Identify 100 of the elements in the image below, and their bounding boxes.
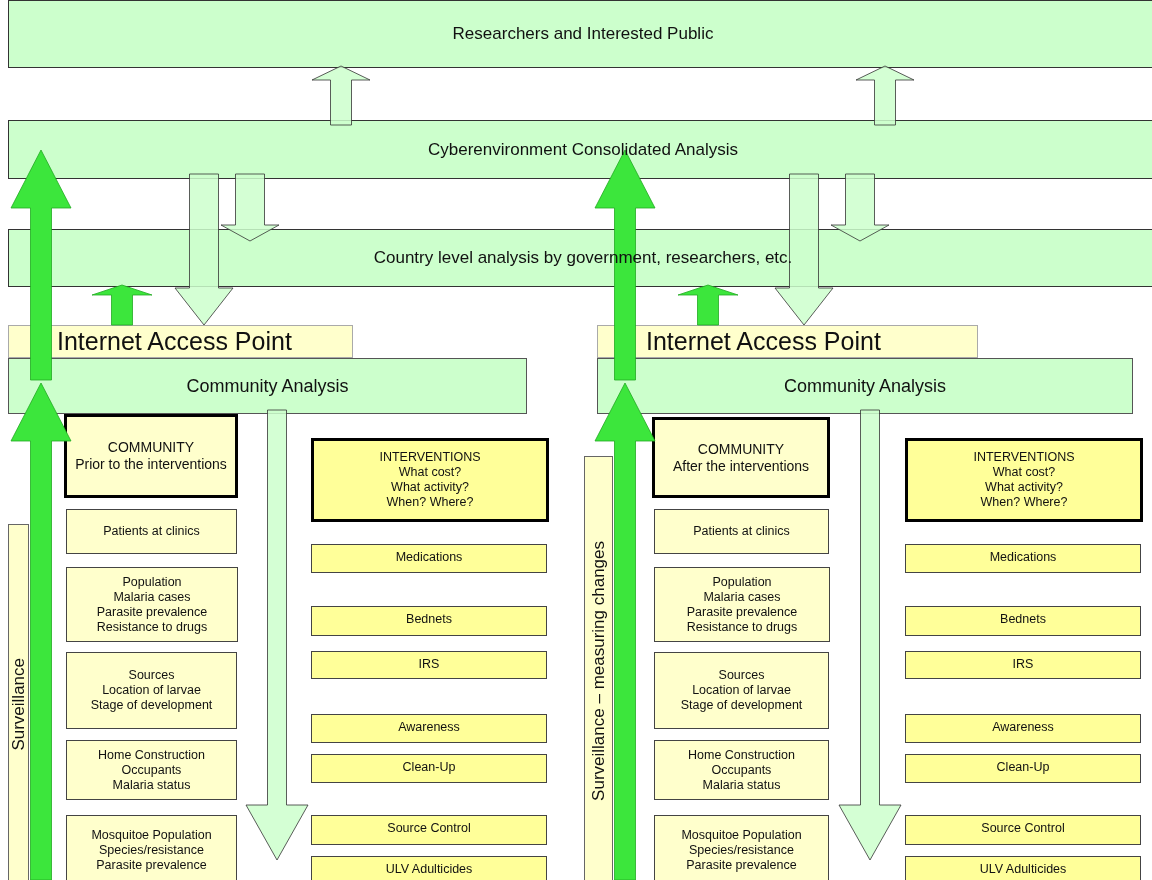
box-text: Internet Access Point [646,327,881,356]
box-text: Stage of development [680,698,803,713]
intervention-box [311,544,547,573]
intervention-box [905,754,1141,783]
block-arrow [311,65,371,126]
data-box [66,509,237,554]
box-text: Awareness [992,720,1054,734]
box-text: Stage of development [90,698,213,713]
box-text: Parasite prevalence [686,857,797,873]
block-arrow [10,382,72,880]
box-text: COMMUNITY [697,440,785,458]
data-box [654,567,830,642]
box-text: Community Analysis [186,375,349,397]
box-text: Clean-Up [402,760,456,774]
box-text: Parasite prevalence [686,604,798,620]
intervention-box [905,606,1141,636]
intervention-box [905,856,1141,880]
box-text: Parasite prevalence [96,604,208,620]
block-arrow [838,409,902,861]
block-arrow [10,149,72,381]
data-box [654,652,829,729]
vertical-label: Surveillance [8,657,29,751]
box-text: ULV Adulticides [385,862,473,876]
box-text: Species/resistance [689,842,794,858]
box-text: Medications [989,550,1057,564]
box-text: Bednets [406,612,452,626]
box-text: Medications [395,550,463,564]
intervention-box [905,815,1141,845]
box-text: INTERVENTIONS [973,450,1075,465]
intervention-box [905,651,1141,679]
box-text: Population [712,574,772,590]
data-box [654,815,829,880]
box-text: What cost? [992,465,1056,480]
data-box [66,567,238,642]
box-text: Prior to the interventions [75,456,227,473]
block-arrow [855,65,915,126]
data-box [66,740,237,800]
intervention-box [311,815,547,845]
analysis-box [8,358,527,414]
box-text: Malaria cases [703,589,781,605]
box-text: Resistance to drugs [96,619,208,635]
intervention-box [311,754,547,783]
block-arrow [830,173,890,242]
box-text: Clean-Up [996,760,1050,774]
intervention-box [311,606,547,636]
box-text: ULV Adulticides [979,862,1067,876]
block-arrow [245,409,309,861]
access-point-box [597,325,978,358]
box-text: Location of larvae [692,683,791,698]
analysis-band [8,229,1152,287]
block-arrow [220,173,280,242]
intervention-box [311,856,547,880]
box-text: After the interventions [672,457,810,475]
box-text: IRS [1012,657,1034,671]
box-text: Occupants [121,762,182,778]
box-text: Community Analysis [783,375,947,397]
data-box [654,740,829,800]
analysis-band [8,0,1152,68]
box-text: Awareness [398,720,460,734]
intervention-box [905,544,1141,573]
data-box [66,815,237,880]
box-text: Resistance to drugs [686,619,798,635]
box-text: Home Construction [688,747,795,763]
box-text: COMMUNITY [107,439,195,456]
block-arrow [91,284,153,326]
intervention-box [311,714,547,743]
box-text: Population [122,574,182,590]
access-point-box [8,325,353,358]
box-text: Species/resistance [99,842,204,858]
analysis-box [597,358,1133,414]
box-text: IRS [418,657,440,671]
box-text: When? Where? [386,495,474,510]
interventions-box [311,438,549,522]
box-text: Internet Access Point [57,327,292,356]
box-text: INTERVENTIONS [379,450,481,465]
surveillance-band [584,456,613,880]
vertical-label: Surveillance – measuring changes [588,541,609,801]
community-box [652,417,830,498]
box-text: Occupants [711,762,772,778]
box-text: Parasite prevalence [96,857,207,873]
box-text: When? Where? [980,495,1068,510]
box-text: Malaria cases [113,589,191,605]
box-text: What activity? [985,480,1063,495]
analysis-band [8,120,1152,179]
box-text: Sources [718,668,765,683]
box-text: Sources [128,668,175,683]
box-text: What activity? [391,480,469,495]
data-box [66,652,237,729]
box-text: Malaria status [702,777,781,793]
box-text: Patients at clinics [693,524,790,539]
box-text: Malaria status [112,777,191,793]
data-box [654,509,829,554]
block-arrow [677,284,739,326]
box-text: Cyberenvironment Consolidated Analysis [428,139,738,160]
box-text: Bednets [1000,612,1046,626]
intervention-box [905,714,1141,743]
box-text: Mosquitoe Population [681,827,802,843]
block-arrow [774,173,834,326]
block-arrow [594,149,656,381]
community-box [64,414,238,498]
